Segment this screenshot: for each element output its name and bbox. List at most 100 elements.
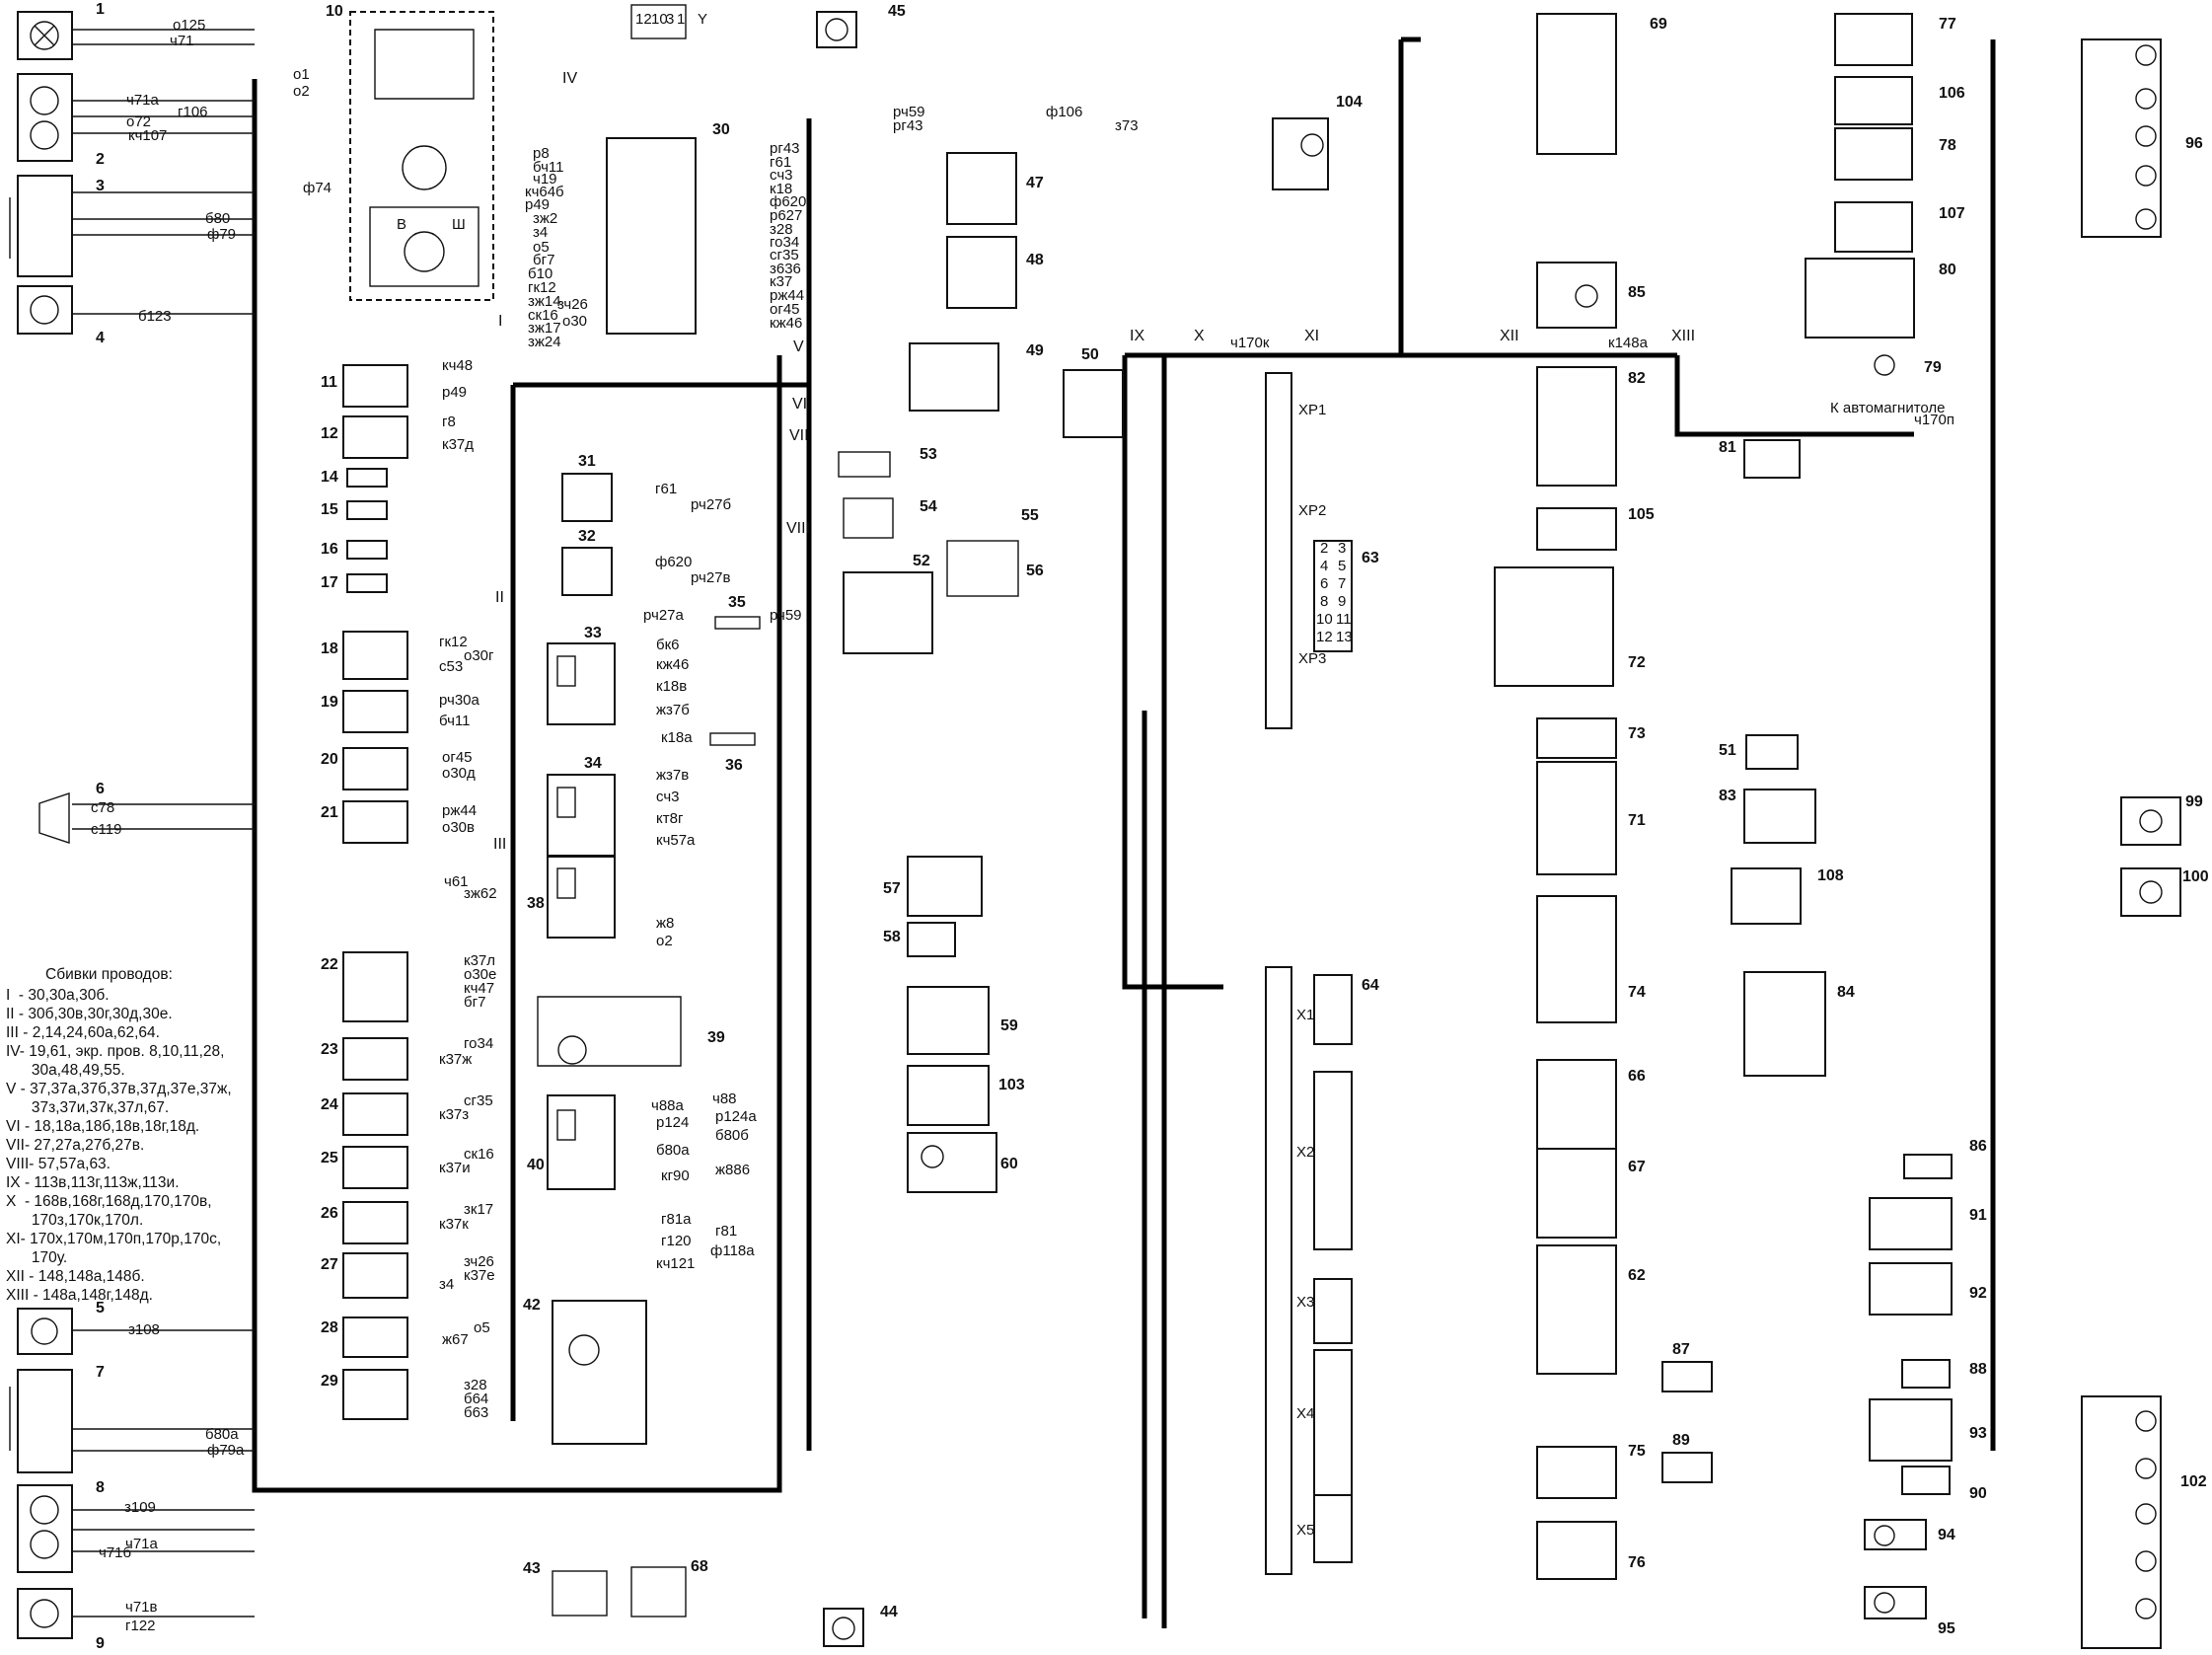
pin: 12 xyxy=(1316,629,1333,645)
legend-item: IX - 113в,113г,113ж,113и. xyxy=(6,1174,180,1191)
component-96-lamps: 96 xyxy=(2081,38,2203,238)
legend-item: XIII - 148а,148г,148д. xyxy=(6,1287,153,1304)
wire-label: рч27б xyxy=(691,496,731,513)
wire-label: ч71а xyxy=(125,1536,158,1552)
device-stack-left: 11 12 14 15 16 17 18 19 20 21 22 23 24 2… xyxy=(321,364,408,1420)
wires-left xyxy=(72,29,255,1617)
wire-label: бч11 xyxy=(533,159,563,176)
wire-label: бч11 xyxy=(439,713,470,729)
wire-label: ч71в xyxy=(125,1599,157,1616)
svg-text:47: 47 xyxy=(1026,175,1044,191)
wire-label: б123 xyxy=(138,308,172,325)
wire-label: г61 xyxy=(655,481,677,497)
svg-text:Y: Y xyxy=(698,11,707,28)
legend-item: XII - 148,148а,148б. xyxy=(6,1268,145,1285)
svg-text:12: 12 xyxy=(635,11,652,28)
bundle-XI: XI xyxy=(1304,328,1319,344)
wire-label: бг7 xyxy=(464,994,485,1011)
svg-text:35: 35 xyxy=(728,594,746,611)
svg-text:42: 42 xyxy=(523,1297,541,1314)
wire-label: г120 xyxy=(661,1233,692,1249)
svg-text:17: 17 xyxy=(321,574,338,591)
pin: 2 xyxy=(1320,540,1328,557)
wire-label: з28 xyxy=(464,1377,487,1393)
svg-text:108: 108 xyxy=(1817,867,1844,884)
svg-text:68: 68 xyxy=(691,1558,708,1575)
legend-item: XI- 170х,170м,170п,170р,170с, xyxy=(6,1231,222,1247)
legend-item: III - 2,14,24,60а,62,64. xyxy=(6,1024,160,1041)
svg-text:В: В xyxy=(397,216,406,233)
wire-label: ск16 xyxy=(528,307,558,324)
svg-text:77: 77 xyxy=(1939,16,1956,33)
wire-label: б80 xyxy=(205,210,230,227)
component-94: 94 xyxy=(1864,1519,1955,1550)
component-32: 32 xyxy=(561,528,613,596)
svg-text:24: 24 xyxy=(321,1096,338,1113)
svg-text:15: 15 xyxy=(321,501,338,518)
svg-text:18: 18 xyxy=(321,640,338,657)
auto-radio-label: К автомагнитоле xyxy=(1830,400,1946,416)
component-78: 78 xyxy=(1834,127,1956,181)
component-103: 103 xyxy=(907,1065,1025,1126)
component-72: 72 xyxy=(1494,566,1646,687)
resistor-36: 36 xyxy=(709,732,756,774)
pin: 3 xyxy=(1338,540,1346,557)
svg-text:36: 36 xyxy=(725,757,743,774)
svg-text:62: 62 xyxy=(1628,1267,1646,1284)
wire-label: р124 xyxy=(656,1114,689,1131)
wire-label: го34 xyxy=(464,1035,493,1052)
legend-item: IV- 19,61, экр. пров. 8,10,11,28, xyxy=(6,1043,225,1060)
wire-label: к18в xyxy=(656,678,687,695)
component-55: 55 xyxy=(1021,507,1039,524)
component-48: 48 xyxy=(946,236,1044,309)
lamp-45: 45 xyxy=(816,3,906,48)
label-10: 10 xyxy=(326,3,343,20)
svg-text:55: 55 xyxy=(1021,507,1039,524)
component-52: 52 xyxy=(843,553,933,654)
label-30: 30 xyxy=(712,121,730,138)
wire-label: ог45 xyxy=(442,749,473,766)
wire-label: ф79 xyxy=(207,226,236,243)
svg-text:93: 93 xyxy=(1969,1425,1987,1442)
wire-label: зж62 xyxy=(464,885,497,902)
component-8-wiper-motor: 7 xyxy=(9,1364,105,1473)
svg-text:59: 59 xyxy=(1000,1017,1018,1034)
component-88: 88 xyxy=(1901,1359,1987,1389)
wire-label: рч59 xyxy=(893,104,925,120)
component-90: 90 xyxy=(1901,1466,1987,1502)
wire-label: о2 xyxy=(293,83,310,100)
svg-text:63: 63 xyxy=(1362,550,1379,566)
legend-item: VII- 27,27а,27б,27в. xyxy=(6,1137,145,1154)
component-102-lamps: 102 xyxy=(2081,1395,2207,1649)
svg-text:25: 25 xyxy=(321,1150,338,1166)
component-99-lamp: 99 xyxy=(2120,793,2203,846)
svg-text:49: 49 xyxy=(1026,342,1044,359)
wire-label: б64 xyxy=(464,1391,488,1407)
wire-label: зч26 xyxy=(557,296,588,313)
component-106: 106 xyxy=(1834,76,1965,125)
bundle-X: X xyxy=(1194,328,1205,344)
svg-text:79: 79 xyxy=(1924,359,1942,376)
svg-text:54: 54 xyxy=(920,498,937,515)
legend-title: Сбивки проводов: xyxy=(45,966,173,983)
wire-label: к37ж xyxy=(439,1051,472,1068)
legend-item: 30а,48,49,55. xyxy=(6,1062,125,1079)
svg-text:64: 64 xyxy=(1362,977,1379,994)
svg-text:1: 1 xyxy=(677,11,685,28)
svg-text:74: 74 xyxy=(1628,984,1646,1001)
switch-68: 68 xyxy=(630,1558,708,1617)
pin: 11 xyxy=(1336,611,1352,628)
component-82: 82 xyxy=(1536,366,1646,487)
wire-label: к37д xyxy=(442,436,474,453)
wire-label: ч170к xyxy=(1230,335,1270,351)
wire-label: зж14 xyxy=(528,293,561,310)
label-5: 4 xyxy=(96,330,105,346)
wire-label: г122 xyxy=(125,1617,156,1634)
wire-label: к18а xyxy=(661,729,693,746)
svg-text:57: 57 xyxy=(883,880,901,897)
wire-label: кч57а xyxy=(656,832,696,849)
wire-label: ф118а xyxy=(710,1242,755,1259)
wire-label: з4 xyxy=(533,224,548,241)
wire-label: о125 xyxy=(173,17,205,34)
wire-label: зч26 xyxy=(464,1253,494,1270)
